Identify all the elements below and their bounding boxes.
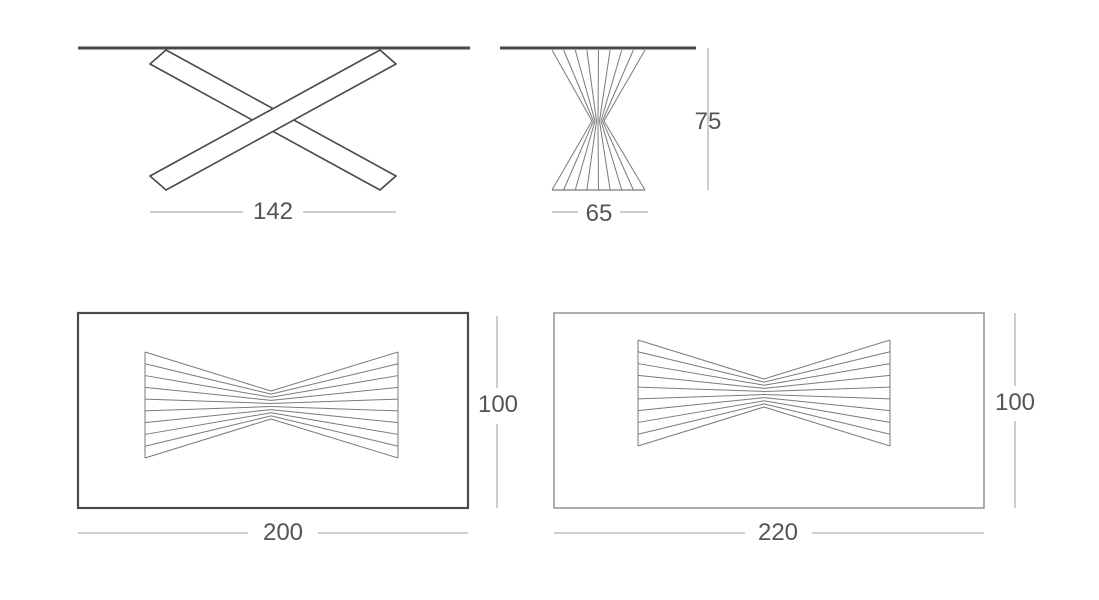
bowtie-rod: [763, 406, 891, 447]
top-view-200: [76, 311, 498, 534]
bowtie-rod: [763, 363, 891, 386]
bowtie-rod: [144, 386, 272, 401]
bowtie-rod: [763, 351, 891, 383]
hourglass-rods: [551, 49, 646, 191]
side-width-label: 65: [585, 200, 613, 227]
bowtie-rod: [144, 398, 272, 404]
side-elevation-view: [500, 46, 709, 213]
hourglass-rod: [597, 120, 599, 191]
bowtie-rod: [763, 400, 891, 423]
bowtie-rod: [637, 400, 765, 423]
tabletop-220-outline: [553, 312, 985, 509]
hourglass-rod: [603, 120, 646, 191]
bowtie-rod: [144, 363, 272, 395]
bowtie-rod: [270, 363, 399, 395]
hourglass-rod: [563, 120, 594, 191]
bowtie-rod: [637, 351, 765, 383]
top-large-depth-label: 100: [994, 389, 1036, 416]
hourglass-rod: [574, 120, 596, 191]
bowtie-rod: [144, 415, 272, 447]
bowtie-rod: [270, 415, 399, 447]
bowtie-rod: [763, 386, 891, 392]
hourglass-rod: [597, 49, 599, 122]
hourglass-rod: [600, 49, 623, 122]
x-leg-overlap: [256, 111, 290, 129]
bowtie-rod: [637, 374, 765, 389]
bowtie-base-200: [144, 351, 399, 459]
hourglass-rod: [574, 49, 596, 122]
hourglass-rod: [551, 49, 593, 122]
bowtie-rod: [270, 406, 399, 412]
bowtie-rod: [270, 409, 399, 424]
hourglass-rod: [599, 49, 611, 122]
bowtie-rod: [144, 409, 272, 424]
hourglass-rod: [551, 120, 593, 191]
bowtie-rod: [144, 406, 272, 412]
bowtie-rod: [144, 412, 272, 435]
hourglass-rod: [586, 120, 597, 191]
bowtie-rod: [763, 339, 891, 380]
height-label: 75: [694, 108, 722, 135]
bowtie-rod: [637, 339, 765, 380]
bowtie-rod: [637, 394, 765, 400]
tabletop-200-outline: [76, 311, 470, 510]
bowtie-rod: [144, 418, 272, 459]
bowtie-rod: [270, 398, 399, 404]
bowtie-rod: [144, 351, 272, 392]
hourglass-rod: [602, 120, 634, 191]
hourglass-rod: [600, 120, 623, 191]
bowtie-rod: [270, 375, 399, 398]
bowtie-rod: [637, 406, 765, 447]
bowtie-rod: [270, 412, 399, 435]
bowtie-rod: [637, 363, 765, 386]
bowtie-rod: [763, 403, 891, 435]
bowtie-rod: [763, 394, 891, 400]
hourglass-rod: [599, 120, 611, 191]
side-length-label: 142: [252, 198, 294, 225]
top-view-220: [553, 312, 1016, 534]
top-small-depth-label: 100: [477, 391, 519, 418]
top-large-length-label: 220: [757, 519, 799, 546]
hourglass-rod: [586, 49, 597, 122]
bowtie-rod: [763, 374, 891, 389]
hourglass-rod: [563, 49, 594, 122]
bowtie-base-220: [637, 339, 891, 447]
bowtie-rod: [637, 403, 765, 435]
bowtie-rod: [270, 418, 399, 459]
bowtie-rod: [763, 397, 891, 412]
bowtie-rod: [637, 397, 765, 412]
bowtie-rod: [270, 351, 399, 392]
bowtie-rod: [144, 375, 272, 398]
top-small-length-label: 200: [262, 519, 304, 546]
hourglass-rod: [603, 49, 646, 122]
hourglass-rod: [602, 49, 634, 122]
front-elevation-view: [78, 46, 470, 213]
bowtie-rod: [637, 386, 765, 392]
bowtie-rod: [270, 386, 399, 401]
